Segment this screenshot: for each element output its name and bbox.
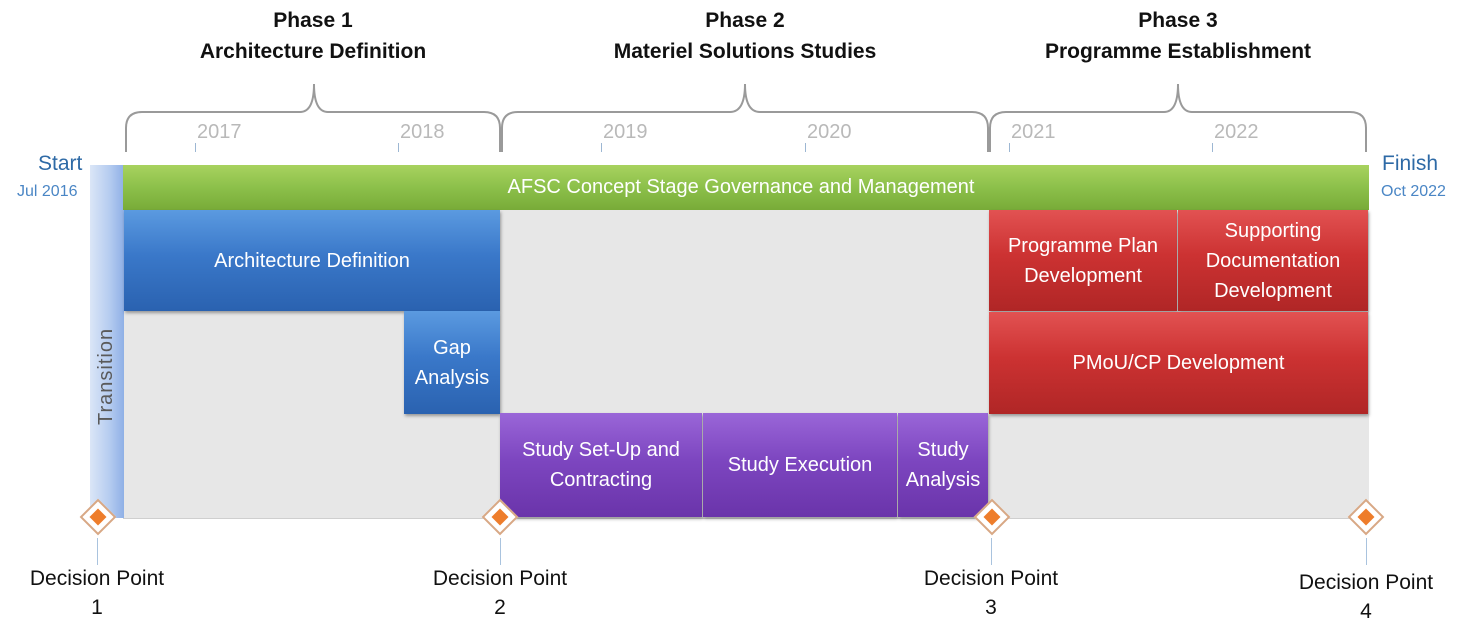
decision-point-4-inner [1357, 508, 1375, 526]
year-tick-2022 [1212, 143, 1213, 152]
decision-point-3-text: Decision Point [923, 567, 1059, 590]
year-2021: 2021 [1011, 121, 1056, 143]
phase-1-title: Phase 1 Architecture Definition [133, 5, 493, 67]
architecture-definition-label: Architecture Definition [214, 249, 410, 272]
year-2017: 2017 [197, 121, 242, 143]
supporting-docs-line-2: Documentation [1205, 249, 1341, 272]
gap-analysis-line-1: Gap [433, 336, 471, 359]
phase-3-label: Phase 3 [1138, 9, 1218, 32]
phase-braces [125, 83, 1367, 152]
study-analysis-line-2: Analysis [905, 469, 981, 491]
start-date: Jul 2016 [17, 183, 78, 200]
decision-point-1-line [97, 538, 98, 565]
decision-point-3: Decision Point 3 [911, 564, 1071, 622]
phase-1-brace [125, 83, 501, 152]
governance-bar: AFSC Concept Stage Governance and Manage… [123, 165, 1369, 210]
gap-analysis-task: Gap Analysis [404, 311, 500, 414]
phase-2-brace [501, 83, 989, 152]
year-2019: 2019 [603, 121, 648, 143]
decision-point-2-number: 2 [494, 596, 506, 619]
phase-1-label: Phase 1 [273, 9, 353, 32]
year-tick-2021 [1009, 143, 1010, 152]
study-setup-task: Study Set-Up and Contracting [500, 413, 702, 517]
programme-plan-line-2: Development [1024, 264, 1142, 287]
decision-point-2: Decision Point 2 [420, 564, 580, 622]
phase-1-name: Architecture Definition [199, 40, 427, 63]
programme-plan-line-1: Programme Plan [1007, 234, 1159, 257]
phase-2-title: Phase 2 Materiel Solutions Studies [565, 5, 925, 67]
decision-point-1-number: 1 [91, 596, 103, 619]
year-tick-2020 [805, 143, 806, 152]
year-tick-2018 [398, 143, 399, 152]
phase-2-name: Materiel Solutions Studies [613, 40, 877, 63]
decision-point-1-inner [89, 508, 107, 526]
programme-plan-task: Programme Plan Development [989, 210, 1177, 311]
phase-3-title: Phase 3 Programme Establishment [998, 5, 1358, 67]
decision-point-4-number: 4 [1360, 600, 1372, 623]
study-execution-label: Study Execution [727, 454, 873, 476]
study-setup-line-2: Contracting [549, 469, 653, 491]
finish-label: Finish [1382, 152, 1439, 175]
decision-point-4: Decision Point 4 [1286, 568, 1446, 626]
phase-2-label: Phase 2 [705, 9, 785, 32]
study-analysis-task: Study Analysis [898, 413, 988, 517]
decision-point-2-text: Decision Point [432, 567, 568, 590]
start-label: Start [38, 152, 83, 175]
study-setup-line-1: Study Set-Up and [522, 439, 680, 461]
year-2020: 2020 [807, 121, 852, 143]
year-2018: 2018 [400, 121, 445, 143]
year-2022: 2022 [1214, 121, 1259, 143]
finish-date: Oct 2022 [1381, 183, 1446, 200]
transition-bar [90, 165, 124, 518]
decision-point-2-inner [491, 508, 509, 526]
study-execution-task: Study Execution [703, 413, 897, 517]
decision-point-3-line [991, 538, 992, 565]
gap-analysis-line-2: Analysis [414, 366, 490, 389]
phase-3-name: Programme Establishment [1044, 40, 1312, 63]
pmou-cp-label: PMoU/CP Development [1072, 352, 1285, 374]
architecture-definition-task: Architecture Definition [124, 210, 500, 311]
supporting-documentation-task: Supporting Documentation Development [1178, 210, 1368, 311]
decision-point-2-line [500, 538, 501, 565]
decision-point-4-text: Decision Point [1298, 571, 1434, 594]
supporting-docs-line-3: Development [1214, 279, 1332, 302]
decision-point-3-number: 3 [985, 596, 997, 619]
decision-point-4-line [1366, 538, 1367, 565]
decision-point-1-text: Decision Point [29, 567, 165, 590]
transition-label: Transition [95, 327, 117, 425]
year-tick-2019 [601, 143, 602, 152]
study-analysis-line-1: Study [917, 439, 969, 461]
year-tick-2017 [195, 143, 196, 152]
decision-point-3-inner [983, 508, 1001, 526]
supporting-docs-line-1: Supporting [1224, 219, 1322, 242]
decision-point-1: Decision Point 1 [17, 564, 177, 622]
pmou-cp-task: PMoU/CP Development [989, 312, 1368, 414]
phase-3-brace [989, 83, 1367, 152]
